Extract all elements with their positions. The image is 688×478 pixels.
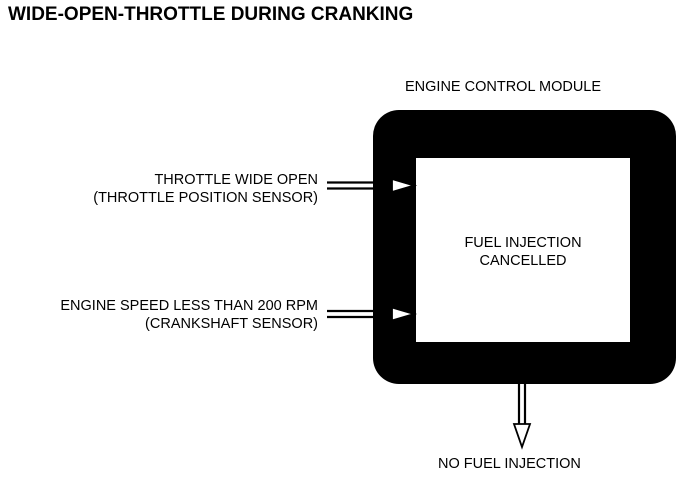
module-label: ENGINE CONTROL MODULE — [405, 79, 602, 95]
output-arrow — [512, 342, 532, 450]
input-engine-speed-label: ENGINE SPEED LESS THAN 200 RPM (CRANKSHA… — [60, 297, 318, 333]
input-throttle-arrow — [327, 177, 418, 194]
module-state-line-2: CANCELLED — [479, 253, 567, 269]
module-state-line-1: FUEL INJECTION — [464, 235, 582, 251]
diagram-title: WIDE-OPEN-THROTTLE DURING CRANKING — [8, 4, 414, 25]
input-engine-speed-line-1: ENGINE SPEED LESS THAN 200 RPM — [60, 298, 318, 314]
input-throttle-line-2: (THROTTLE POSITION SENSOR) — [93, 190, 318, 206]
input-engine-speed-line-2: (CRANKSHAFT SENSOR) — [145, 316, 318, 332]
input-throttle-line-1: THROTTLE WIDE OPEN — [154, 172, 318, 188]
output-label: NO FUEL INJECTION — [438, 456, 581, 472]
input-throttle-label: THROTTLE WIDE OPEN (THROTTLE POSITION SE… — [93, 171, 318, 207]
module-inner-panel — [416, 158, 630, 342]
module-state-text: FUEL INJECTION CANCELLED — [416, 234, 630, 270]
input-engine-speed-arrow — [327, 306, 418, 322]
